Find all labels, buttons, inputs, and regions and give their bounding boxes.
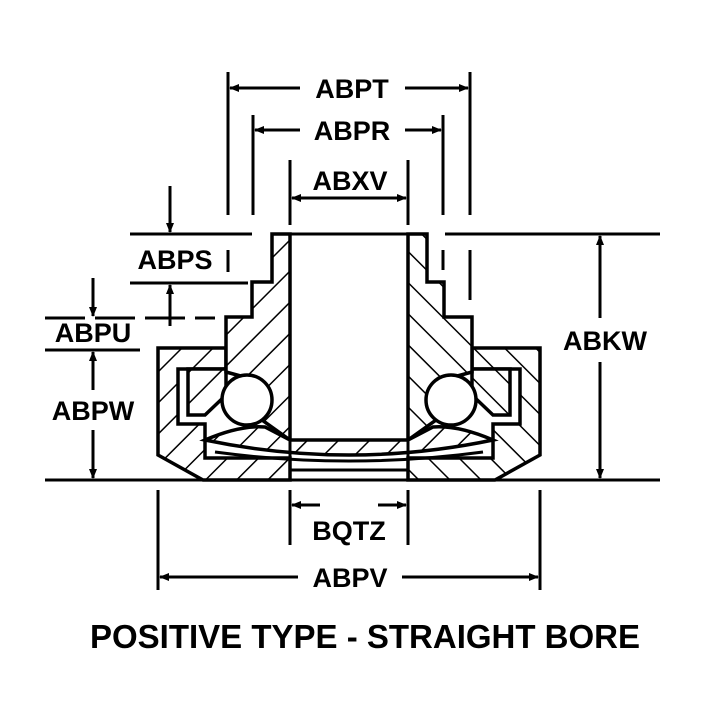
dim-label-abpw: ABPW <box>52 396 135 426</box>
dim-label-abpu: ABPU <box>55 318 132 348</box>
dim-label-abpv: ABPV <box>312 563 387 593</box>
retainer <box>186 367 512 417</box>
dim-label-abps: ABPS <box>137 245 212 275</box>
dim-label-abkw: ABKW <box>563 326 647 356</box>
ball-left <box>220 373 274 427</box>
thrust-washer <box>199 425 499 472</box>
ball-right <box>424 373 478 427</box>
diagram-title: POSITIVE TYPE - STRAIGHT BORE <box>90 618 640 655</box>
dimension-lines <box>45 72 660 590</box>
bore <box>158 232 540 482</box>
dim-label-abpt: ABPT <box>315 74 389 104</box>
dim-label-abpr: ABPR <box>314 116 391 146</box>
dim-label-bqtz: BQTZ <box>312 516 386 546</box>
dim-label-abxv: ABXV <box>312 166 387 196</box>
